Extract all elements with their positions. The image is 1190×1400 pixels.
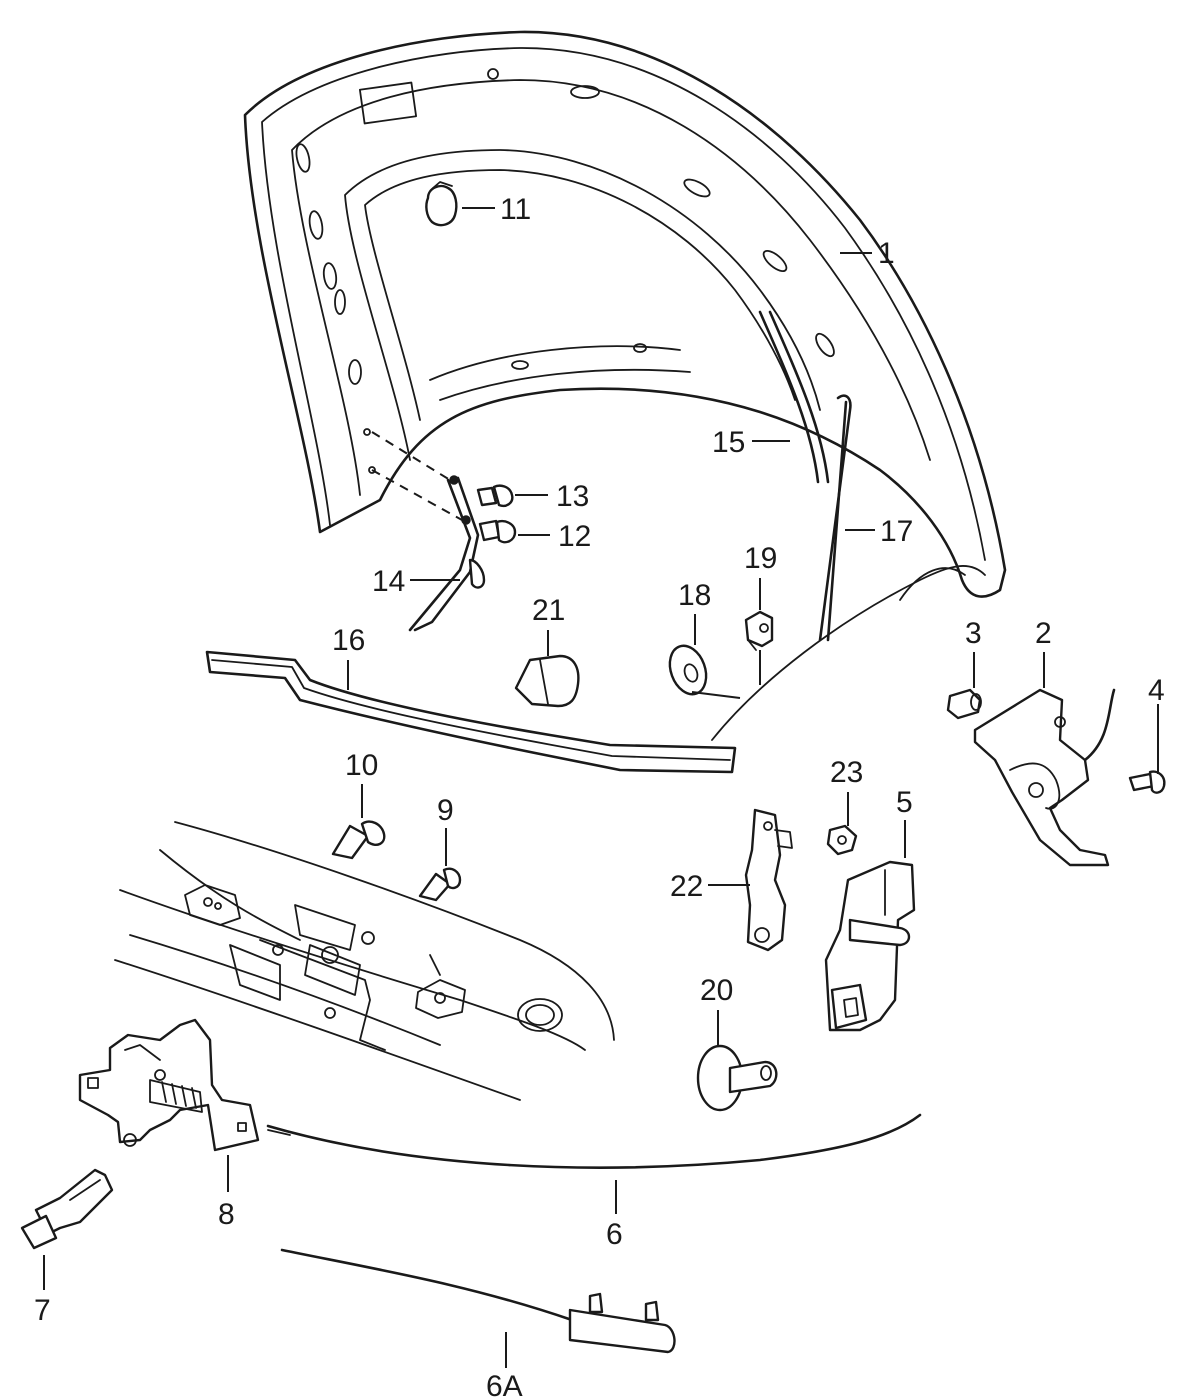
part-15-seal	[758, 310, 830, 484]
callout-15: 15	[712, 426, 745, 459]
callout-12: 12	[558, 520, 591, 553]
callout-3: 3	[965, 617, 982, 650]
callout-8: 8	[218, 1198, 235, 1231]
part-13-bolt	[476, 484, 514, 508]
callout-2: 2	[1035, 617, 1052, 650]
part-4-bolt	[1128, 770, 1166, 794]
callout-labels: 1 11 13 12 14 15 17 19 18 21 16 3 2 4 10…	[34, 193, 1165, 1400]
part-22-bracket	[744, 808, 793, 952]
part-11-buffer	[425, 181, 458, 227]
callout-11: 11	[500, 193, 531, 226]
callout-9: 9	[437, 794, 454, 827]
callout-23: 23	[830, 756, 863, 789]
part-10-screw	[331, 820, 386, 860]
part-5-bracket	[824, 860, 916, 1032]
part-6-release-cable	[266, 1113, 922, 1169]
part-19-clip	[744, 610, 774, 651]
hood-panel	[243, 30, 1007, 741]
callout-13: 13	[556, 480, 589, 513]
part-23-nut	[826, 824, 858, 856]
callout-17: 17	[880, 515, 913, 548]
callout-10: 10	[345, 749, 378, 782]
part-17-prop-rod	[818, 394, 852, 642]
callout-7: 7	[34, 1294, 51, 1327]
callout-6a: 6A	[486, 1370, 523, 1400]
lock-carrier	[114, 821, 615, 1101]
part-3-bushing	[946, 688, 982, 720]
part-6a-cable-handle	[280, 1248, 676, 1354]
part-12-bolt	[478, 519, 517, 544]
install-line-upper	[371, 431, 451, 481]
part-21-cap	[514, 654, 580, 708]
callout-16: 16	[332, 624, 365, 657]
callout-6: 6	[606, 1218, 623, 1251]
callout-1: 1	[878, 237, 895, 270]
part-20-grommet	[696, 1044, 778, 1112]
part-14-stay-arm	[408, 475, 486, 632]
install-line-lower	[371, 469, 463, 521]
callout-21: 21	[532, 594, 565, 627]
part-8-lock	[78, 1018, 260, 1152]
part-2-hinge	[973, 688, 1116, 867]
leader-lines	[43, 207, 1159, 1368]
part-7-release-handle	[20, 1168, 114, 1250]
part-16-seal-strip	[205, 650, 737, 774]
callout-5: 5	[896, 786, 913, 819]
callout-22: 22	[670, 870, 703, 903]
callout-19: 19	[744, 542, 777, 575]
callout-18: 18	[678, 579, 711, 612]
callout-14: 14	[372, 565, 405, 598]
part-18-washer	[668, 644, 708, 696]
callout-20: 20	[700, 974, 733, 1007]
callout-4: 4	[1148, 674, 1165, 707]
part-9-screw	[418, 867, 462, 902]
